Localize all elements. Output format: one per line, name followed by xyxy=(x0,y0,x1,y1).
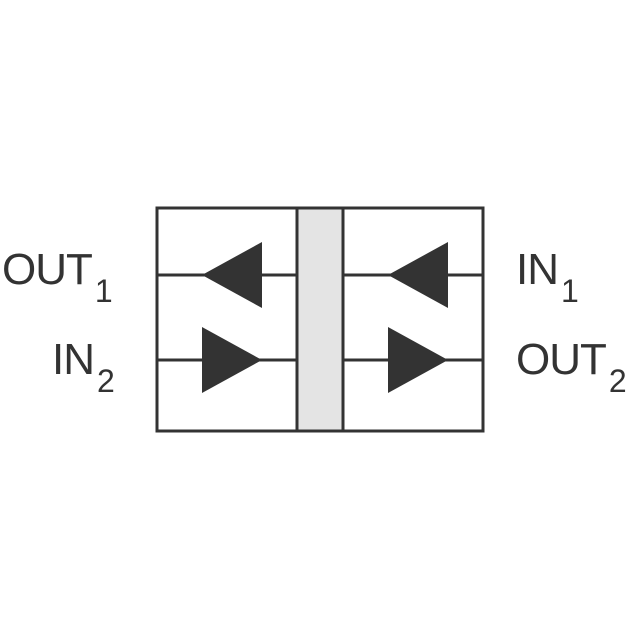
pin-label-out2: OUT2 xyxy=(516,335,627,400)
pin-label-out1-subscript: 1 xyxy=(94,273,113,309)
pin-label-out2-subscript: 2 xyxy=(608,363,627,399)
pin-label-in2: IN2 xyxy=(52,335,115,400)
pin-label-out1-name: OUT xyxy=(2,245,93,294)
pin-label-in1-subscript: 1 xyxy=(561,273,579,309)
pin-label-in1: IN1 xyxy=(516,245,579,310)
channel-1-right-arrow-icon xyxy=(388,242,448,308)
isolation-barrier xyxy=(295,206,345,433)
pin-label-in1-name: IN xyxy=(516,245,559,294)
pin-label-out2-name: OUT xyxy=(516,335,607,384)
channel-2-right-arrow-icon xyxy=(388,327,448,393)
pin-label-out1: OUT1 xyxy=(2,245,113,310)
pin-label-in2-name: IN xyxy=(52,335,95,384)
pin-label-in2-subscript: 2 xyxy=(97,363,115,399)
channel-1-left-arrow-icon xyxy=(202,242,262,308)
channel-2-left-arrow-icon xyxy=(202,327,262,393)
